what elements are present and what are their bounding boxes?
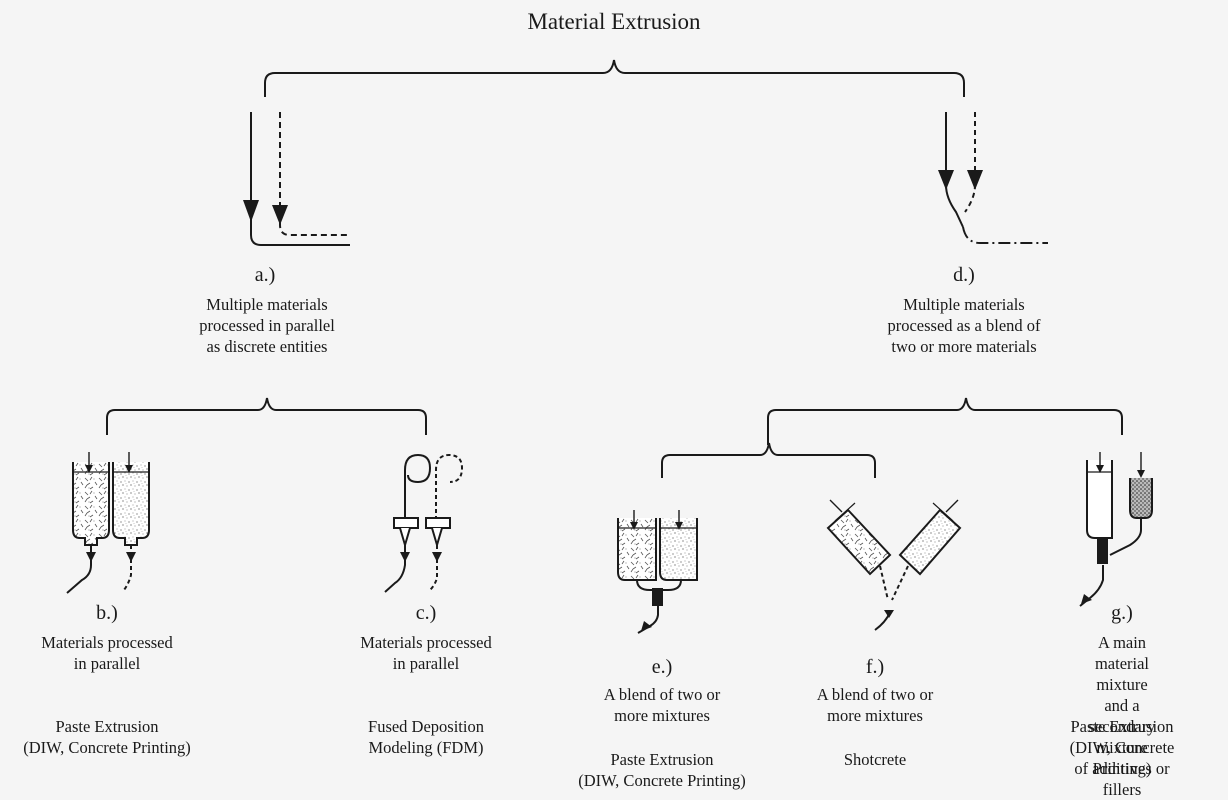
node-a-description: Multiple materials processed in parallel… bbox=[199, 295, 335, 356]
bracket-ef bbox=[661, 442, 876, 478]
node-c-process: Fused Deposition Modeling (FDM) bbox=[368, 717, 484, 757]
blend-flow-icon bbox=[945, 112, 1048, 244]
node-g-letter: g.) bbox=[1111, 602, 1133, 624]
node-c-description: Materials processed in parallel bbox=[360, 633, 492, 673]
shotcrete-nozzles-icon bbox=[826, 499, 962, 631]
node-e-letter: e.) bbox=[651, 656, 673, 678]
node-g-description: A main material mixture and a secondary … bbox=[1074, 633, 1170, 799]
static-mixer-icon bbox=[617, 510, 698, 634]
node-d-letter: d.) bbox=[953, 264, 975, 286]
node-b-description: Materials processed in parallel bbox=[41, 633, 173, 673]
node-b-process: Paste Extrusion (DIW, Concrete Printing) bbox=[23, 717, 191, 757]
node-e-process: Paste Extrusion (DIW, Concrete Printing) bbox=[578, 750, 746, 790]
fdm-nozzles-icon bbox=[384, 453, 464, 593]
node-a-letter: a.) bbox=[254, 264, 276, 286]
node-c-letter: c.) bbox=[415, 602, 437, 624]
node-f-process: Shotcrete bbox=[843, 750, 907, 769]
node-d-description: Multiple materials processed as a blend … bbox=[887, 295, 1041, 356]
node-b-letter: b.) bbox=[96, 602, 118, 624]
additive-syringe-icon bbox=[1079, 452, 1153, 607]
node-f-letter: f.) bbox=[865, 656, 885, 678]
paste-syringes-icon bbox=[66, 452, 150, 594]
bracket-d bbox=[767, 397, 1123, 445]
diagram-title: Material Extrusion bbox=[527, 9, 701, 34]
node-f-description: A blend of two or more mixtures bbox=[816, 685, 934, 725]
bracket-top bbox=[264, 59, 965, 97]
node-g-process: Paste Extrusion (DIW, Concrete Printing) bbox=[1069, 717, 1175, 778]
bracket-a bbox=[106, 397, 427, 435]
parallel-flow-icon bbox=[250, 112, 350, 246]
node-e-description: A blend of two or more mixtures bbox=[603, 685, 721, 725]
